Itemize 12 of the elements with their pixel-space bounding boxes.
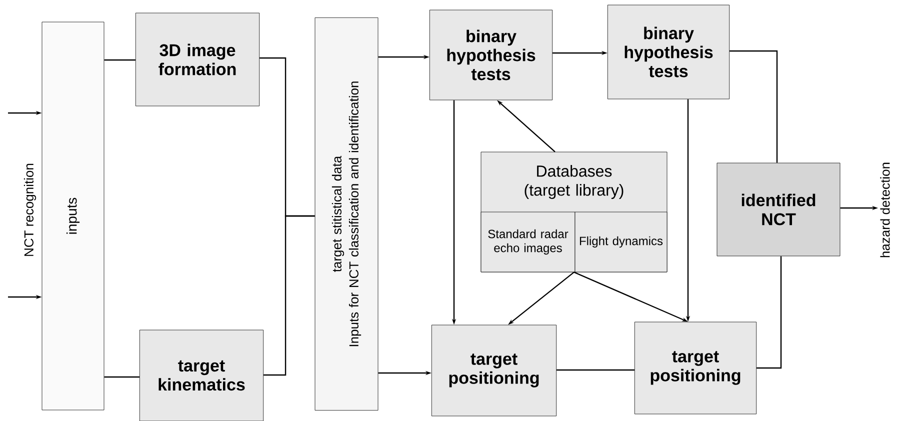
result-box: identified NCT xyxy=(716,162,840,256)
process-box: 3D image formation xyxy=(135,12,260,106)
database-cell: Standard radar echo images xyxy=(480,212,576,272)
process-box: target positioning xyxy=(634,322,757,414)
process-box: binary hypothesis tests xyxy=(429,10,553,100)
data-panel: target stitistical data Inputs for NCT classification and identification xyxy=(314,17,378,411)
database-cell: Flight dynamics xyxy=(574,212,668,272)
process-box: binary hypothesis tests xyxy=(607,4,730,100)
process-box: target kinematics xyxy=(139,330,264,421)
process-box: target positioning xyxy=(431,324,557,416)
output-text: hazard detection xyxy=(880,162,890,258)
input-panel: inputs xyxy=(42,22,104,410)
